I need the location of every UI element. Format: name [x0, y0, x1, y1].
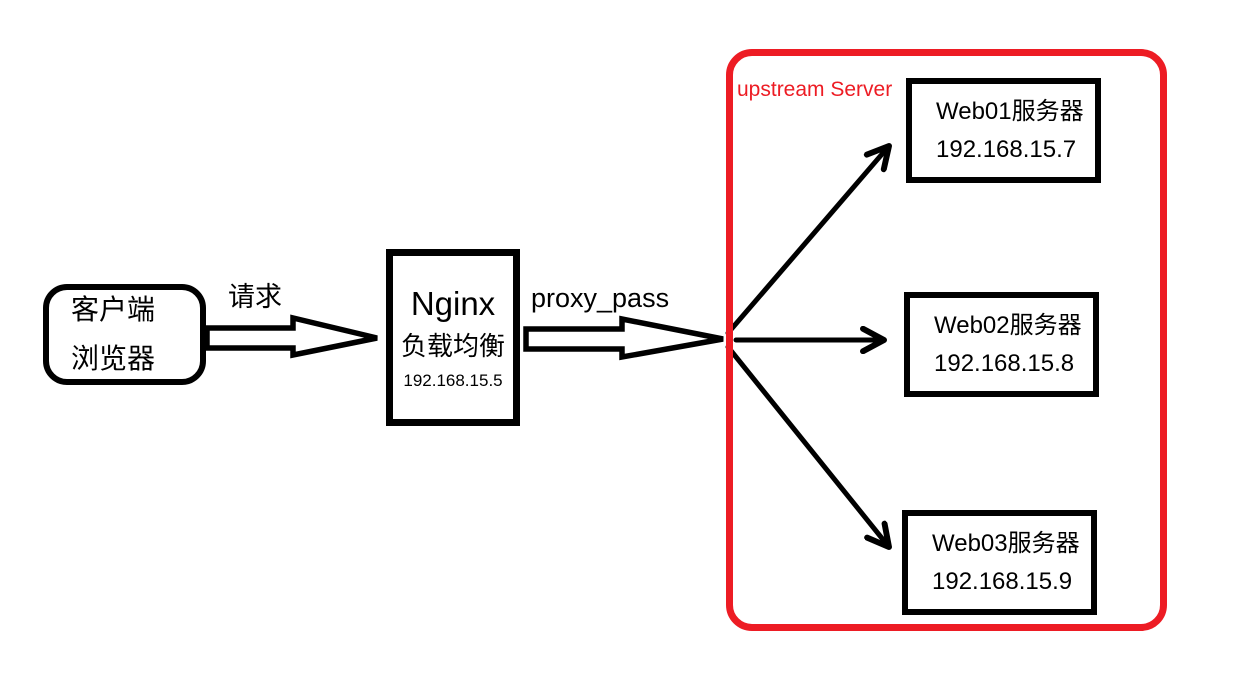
web02-name: Web02服务器: [934, 311, 1082, 339]
web02-server-box: Web02服务器 192.168.15.8: [904, 292, 1099, 397]
request-label: 请求: [228, 282, 282, 312]
web01-server-box: Web01服务器 192.168.15.7: [906, 78, 1101, 183]
web03-ip: 192.168.15.9: [932, 567, 1073, 595]
web01-ip: 192.168.15.7: [936, 135, 1077, 163]
upstream-group-box: [726, 49, 1167, 631]
nginx-title: Nginx: [410, 284, 496, 322]
web01-name: Web01服务器: [936, 97, 1084, 125]
web02-ip: 192.168.15.8: [934, 349, 1075, 377]
client-line1: 客户端: [71, 294, 156, 325]
nginx-box: Nginx 负载均衡 192.168.15.5: [386, 249, 520, 426]
proxy-pass-label: proxy_pass: [531, 283, 670, 313]
nginx-ip: 192.168.15.5: [403, 370, 503, 390]
web03-server-box: Web03服务器 192.168.15.9: [902, 510, 1097, 615]
request-arrow: [204, 314, 378, 359]
client-line2: 浏览器: [71, 343, 156, 374]
nginx-subtitle: 负载均衡: [400, 330, 505, 361]
client-box: 客户端 浏览器: [43, 284, 206, 385]
upstream-label: upstream Server: [737, 78, 893, 101]
web03-name: Web03服务器: [932, 529, 1080, 557]
proxy-pass-arrow: [523, 315, 724, 361]
